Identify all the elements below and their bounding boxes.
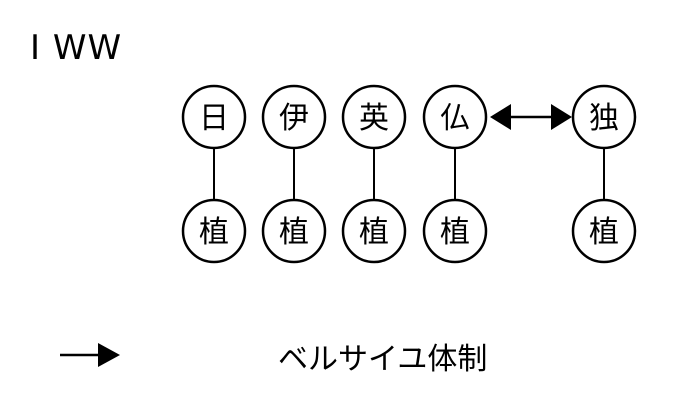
power-node: 独 bbox=[571, 84, 637, 150]
power-node-label: 英 bbox=[359, 101, 389, 136]
power-node-label: 仏 bbox=[440, 101, 470, 136]
legend-arrow-icon bbox=[60, 343, 120, 367]
power-node-circle bbox=[341, 84, 407, 150]
rivalry-double-arrow bbox=[490, 104, 572, 130]
power-node-label: 日 bbox=[199, 101, 229, 136]
power-node-label: 伊 bbox=[279, 101, 309, 136]
power-node: 日 bbox=[181, 84, 247, 150]
colony-nodes: 植植植植植 bbox=[181, 198, 637, 264]
colony-node-label: 植 bbox=[440, 215, 470, 250]
power-node: 仏 bbox=[422, 84, 488, 150]
colony-node: 植 bbox=[341, 198, 407, 264]
power-node-circle bbox=[571, 84, 637, 150]
power-node-circle bbox=[181, 84, 247, 150]
arrowhead-left bbox=[490, 104, 511, 130]
colony-node-label: 植 bbox=[199, 215, 229, 250]
power-node: 英 bbox=[341, 84, 407, 150]
power-node: 伊 bbox=[261, 84, 327, 150]
power-nodes: 日伊英仏独 bbox=[181, 84, 637, 150]
colony-node: 植 bbox=[261, 198, 327, 264]
colony-links bbox=[213, 148, 605, 200]
power-node-circle bbox=[422, 84, 488, 150]
colony-node-circle bbox=[571, 198, 637, 264]
colony-node-circle bbox=[341, 198, 407, 264]
colony-node: 植 bbox=[422, 198, 488, 264]
colony-node-circle bbox=[261, 198, 327, 264]
colony-node: 植 bbox=[181, 198, 247, 264]
arrowhead-right bbox=[551, 104, 572, 130]
legend-label: ベルサイユ体制 bbox=[278, 342, 488, 377]
colony-node-label: 植 bbox=[589, 215, 619, 250]
colony-node-label: 植 bbox=[279, 215, 309, 250]
power-node-label: 独 bbox=[589, 101, 619, 136]
colony-node-circle bbox=[181, 198, 247, 264]
power-node-circle bbox=[261, 84, 327, 150]
colony-node-label: 植 bbox=[359, 215, 389, 250]
diagram-title: I WW bbox=[30, 28, 123, 68]
colony-node: 植 bbox=[571, 198, 637, 264]
colony-node-circle bbox=[422, 198, 488, 264]
